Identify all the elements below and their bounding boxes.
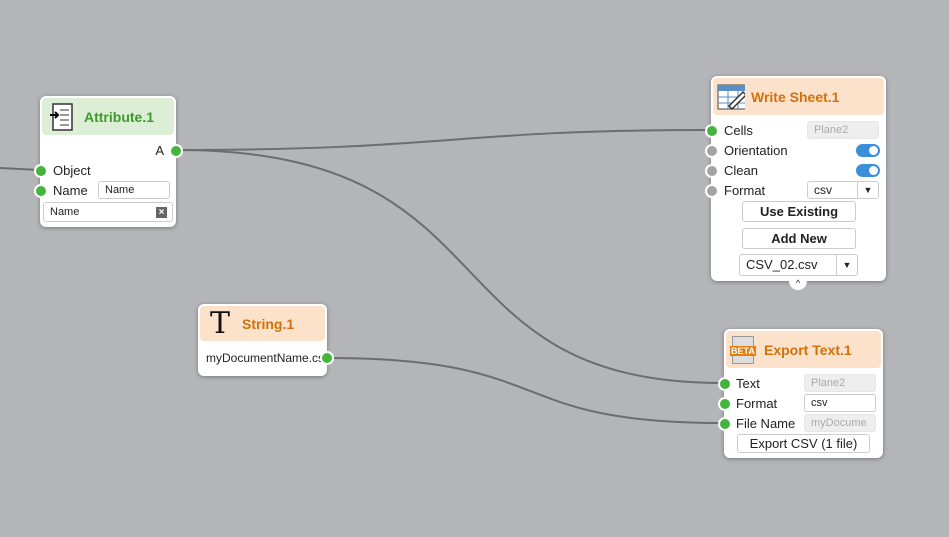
beta-badge: BETA — [730, 345, 756, 356]
filename-input[interactable]: myDocume — [804, 414, 876, 432]
write-sheet-header[interactable]: Write Sheet.1 — [713, 78, 884, 115]
export-csv-button[interactable]: Export CSV (1 file) — [737, 434, 870, 453]
format-input[interactable]: csv — [804, 394, 876, 412]
collapse-icon[interactable]: ^ — [789, 278, 807, 290]
list-arrow-icon — [48, 102, 76, 131]
attribute-node[interactable]: Attribute.1 A Object Name Name Name × — [34, 96, 183, 227]
format-select[interactable]: csv ▼ — [807, 181, 879, 199]
attribute-title: Attribute.1 — [84, 108, 154, 125]
name-port[interactable] — [34, 184, 48, 198]
filename-label: File Name — [736, 416, 796, 431]
format-port[interactable] — [705, 184, 719, 198]
string-value[interactable]: myDocumentName.cs — [206, 351, 325, 365]
name-label: Name — [53, 183, 88, 198]
string-title: String.1 — [242, 315, 295, 332]
orientation-toggle[interactable] — [856, 144, 880, 157]
cells-input[interactable]: Plane2 — [807, 121, 879, 139]
wire-string-to-filename — [327, 357, 724, 424]
export-text-header[interactable]: BETA Export Text.1 — [726, 331, 881, 368]
use-existing-button[interactable]: Use Existing — [742, 201, 856, 222]
chevron-down-icon: ▼ — [836, 255, 857, 275]
clean-toggle[interactable] — [856, 164, 880, 177]
format-port[interactable] — [718, 397, 732, 411]
text-port[interactable] — [718, 377, 732, 391]
text-input[interactable]: Plane2 — [804, 374, 876, 392]
output-a-port[interactable] — [169, 144, 183, 158]
export-text-node[interactable]: BETA Export Text.1 Text Plane2 Format cs… — [718, 329, 883, 458]
filename-port[interactable] — [718, 417, 732, 431]
file-select[interactable]: CSV_02.csv ▼ — [739, 254, 858, 276]
file-value: CSV_02.csv — [746, 257, 818, 272]
remove-icon[interactable]: × — [156, 207, 167, 218]
text-label: Text — [736, 376, 760, 391]
format-label: Format — [736, 396, 778, 411]
wire-to-object — [0, 167, 41, 171]
write-sheet-node[interactable]: Write Sheet.1 Cells Plane2 Orientation C… — [705, 76, 886, 290]
object-port[interactable] — [34, 164, 48, 178]
wire-a-to-text — [176, 149, 724, 384]
format-label: Format — [724, 183, 766, 198]
clean-port[interactable] — [705, 164, 719, 178]
attribute-header[interactable]: Attribute.1 — [42, 98, 174, 135]
cells-port[interactable] — [705, 124, 719, 138]
write-sheet-title: Write Sheet.1 — [751, 88, 840, 105]
list-item-label: Name — [50, 206, 80, 218]
object-label: Object — [53, 163, 91, 178]
wire-a-to-cells — [176, 129, 712, 151]
add-new-button[interactable]: Add New — [742, 228, 856, 249]
beta-text-icon: BETA — [730, 335, 758, 364]
string-node[interactable]: T String.1 myDocumentName.cs — [198, 304, 334, 376]
string-output-port[interactable] — [320, 351, 334, 365]
string-header[interactable]: T String.1 — [200, 306, 325, 341]
chevron-down-icon: ▼ — [857, 182, 878, 198]
output-a-label: A — [155, 143, 164, 158]
cells-label: Cells — [724, 123, 753, 138]
spreadsheet-edit-icon — [717, 83, 745, 111]
name-list-item[interactable]: Name × — [43, 202, 173, 222]
orientation-port[interactable] — [705, 144, 719, 158]
name-input[interactable]: Name — [98, 181, 170, 199]
text-T-icon: T — [209, 306, 230, 341]
orientation-label: Orientation — [724, 143, 788, 158]
clean-label: Clean — [724, 163, 758, 178]
export-text-title: Export Text.1 — [764, 341, 852, 358]
format-value: csv — [814, 183, 832, 197]
